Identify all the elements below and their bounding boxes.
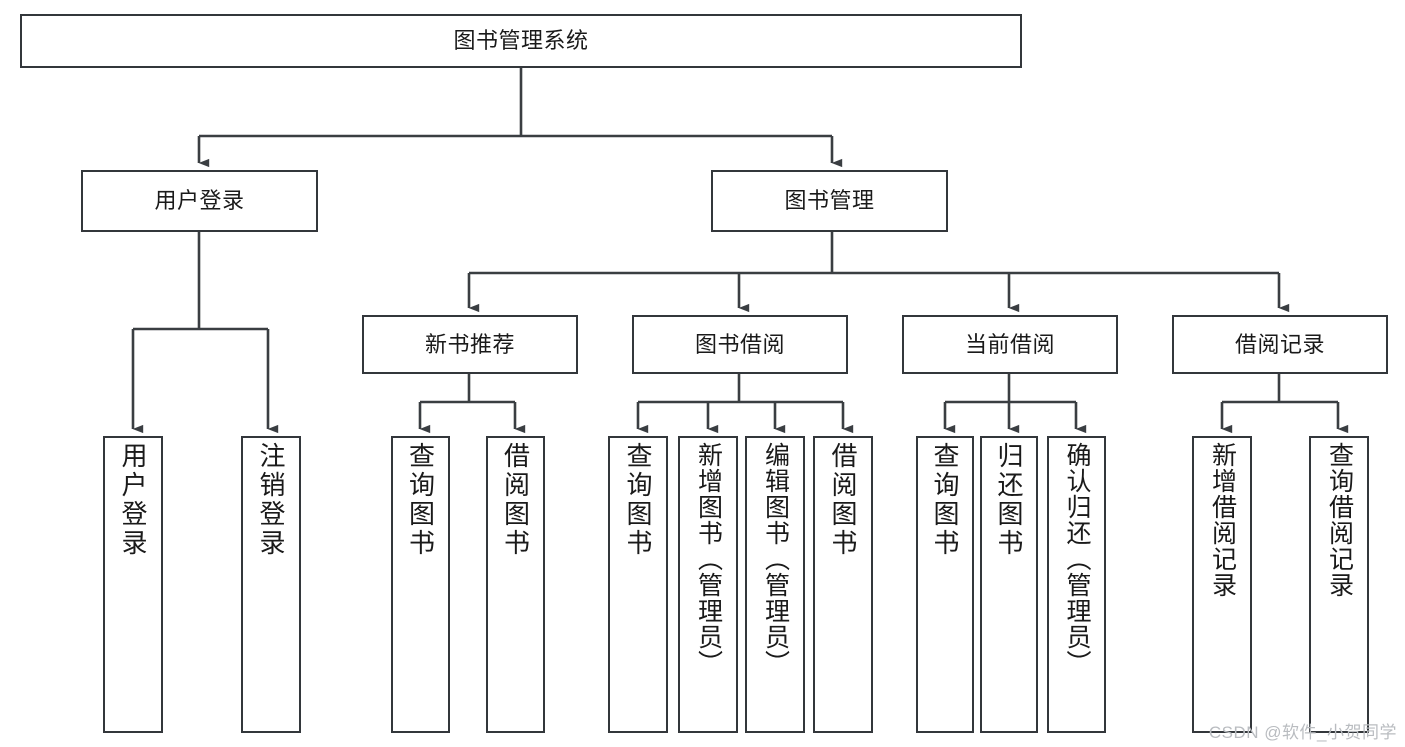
- node-current-borrow-label: 当前借阅: [964, 331, 1055, 357]
- node-new-book-recommend[interactable]: 新书推荐: [362, 315, 578, 374]
- node-leaf-confirm-return[interactable]: 确认归还（管理员）: [1047, 436, 1106, 733]
- node-leaf-return-book-label: 归还图书: [994, 442, 1024, 558]
- node-book-management[interactable]: 图书管理: [711, 170, 948, 232]
- node-book-management-label: 图书管理: [784, 188, 875, 214]
- node-leaf-edit-book-label: 编辑图书（管理员）: [761, 442, 790, 676]
- node-leaf-logout-login[interactable]: 注销登录: [241, 436, 301, 733]
- node-borrow-record-label: 借阅记录: [1234, 331, 1325, 357]
- node-leaf-logout-login-label: 注销登录: [256, 442, 286, 558]
- node-leaf-confirm-return-label: 确认归还（管理员）: [1063, 442, 1091, 676]
- node-book-borrow-label: 图书借阅: [694, 331, 785, 357]
- node-user-login-label: 用户登录: [154, 188, 245, 214]
- node-leaf-query-book-3-label: 查询图书: [930, 442, 960, 558]
- node-new-book-recommend-label: 新书推荐: [424, 331, 515, 357]
- node-leaf-add-record-label: 新增借阅记录: [1208, 442, 1237, 598]
- node-leaf-query-book-3[interactable]: 查询图书: [916, 436, 974, 733]
- node-borrow-record[interactable]: 借阅记录: [1172, 315, 1388, 374]
- node-leaf-add-book[interactable]: 新增图书（管理员）: [678, 436, 738, 733]
- node-root[interactable]: 图书管理系统: [20, 14, 1022, 68]
- node-leaf-borrow-book-2[interactable]: 借阅图书: [813, 436, 873, 733]
- node-leaf-borrow-book-1[interactable]: 借阅图书: [486, 436, 545, 733]
- node-leaf-edit-book[interactable]: 编辑图书（管理员）: [745, 436, 805, 733]
- node-leaf-query-record-label: 查询借阅记录: [1325, 442, 1354, 598]
- node-leaf-query-book-2[interactable]: 查询图书: [608, 436, 668, 733]
- node-leaf-user-login-label: 用户登录: [118, 442, 148, 558]
- node-leaf-add-record[interactable]: 新增借阅记录: [1192, 436, 1252, 733]
- node-leaf-borrow-book-2-label: 借阅图书: [828, 442, 858, 558]
- node-leaf-query-book-2-label: 查询图书: [623, 442, 653, 558]
- node-user-login[interactable]: 用户登录: [81, 170, 318, 232]
- node-leaf-borrow-book-1-label: 借阅图书: [500, 442, 531, 558]
- node-leaf-query-book-1[interactable]: 查询图书: [391, 436, 450, 733]
- node-leaf-add-book-label: 新增图书（管理员）: [694, 442, 723, 676]
- node-leaf-query-book-1-label: 查询图书: [405, 442, 436, 558]
- node-root-label: 图书管理系统: [453, 28, 589, 54]
- node-book-borrow[interactable]: 图书借阅: [632, 315, 848, 374]
- node-current-borrow[interactable]: 当前借阅: [902, 315, 1118, 374]
- node-leaf-query-record[interactable]: 查询借阅记录: [1309, 436, 1369, 733]
- node-leaf-user-login[interactable]: 用户登录: [103, 436, 163, 733]
- node-leaf-return-book[interactable]: 归还图书: [980, 436, 1038, 733]
